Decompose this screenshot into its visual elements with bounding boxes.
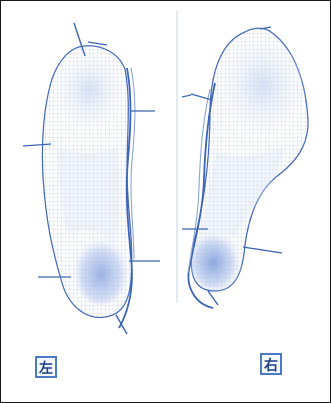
right-heel-shade <box>190 230 242 290</box>
left-foot-label: 左 <box>35 356 57 378</box>
right-foot-label: 右 <box>260 353 282 375</box>
left-forefoot-shade <box>56 56 122 132</box>
left-midfoot-shade <box>57 146 120 244</box>
left-heel-shade <box>74 237 128 305</box>
right-forefoot-shade <box>220 42 304 138</box>
